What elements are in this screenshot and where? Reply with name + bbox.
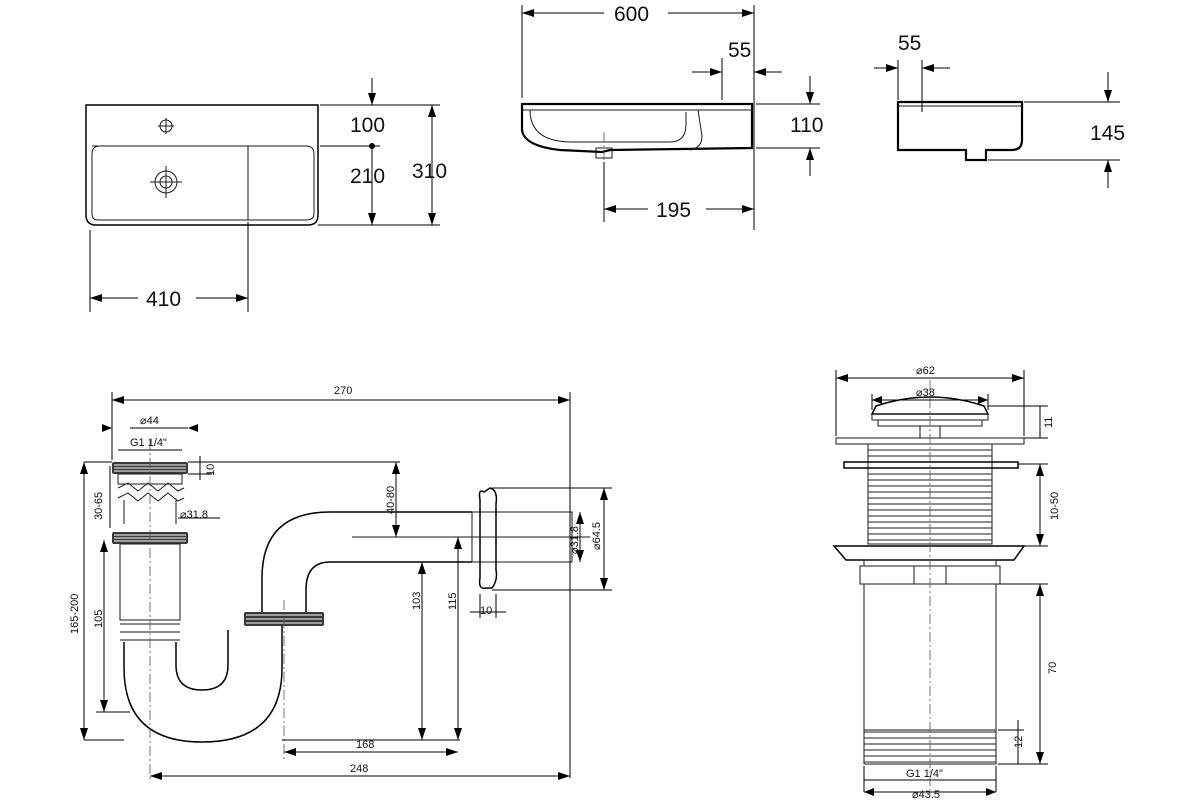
dim-label-410: 410 [146,288,181,311]
dim-label-145: 145 [1090,122,1125,145]
siphon-label-10-top: 10 [205,464,217,476]
dim-label-110: 110 [790,114,823,137]
dim-label-195: 195 [656,199,691,222]
siphon-label-105: 105 [93,610,105,628]
dim-label-600: 600 [614,3,649,26]
valve-label-g114: G1 1/4" [906,768,943,780]
valve-label-11: 11 [1043,417,1055,428]
siphon-label-10-flange: 10 [480,605,492,617]
siphon-label-d318-top: ⌀31.8 [180,509,208,521]
siphon-label-165-200: 165-200 [69,594,81,634]
siphon-label-30-65: 30-65 [93,492,105,520]
valve-label-d38: ⌀38 [916,387,935,399]
valve-label-12: 12 [1013,736,1025,748]
basin-top-view: 100 210 310 410 [85,78,447,312]
dim-label-100: 100 [350,114,385,137]
siphon-label-248: 248 [350,763,368,775]
dim-label-210: 210 [350,165,385,188]
siphon-label-168: 168 [356,739,374,751]
valve-label-d435: ⌀43.5 [912,789,940,800]
siphon-label-d318-wall: ⌀31.8 [569,526,581,554]
siphon-label-103: 103 [411,592,423,610]
siphon-label-270: 270 [334,385,352,397]
dim-label-55-end: 55 [898,32,921,55]
siphon-label-d44: ⌀44 [140,415,159,427]
basin-side-view: 600 55 110 195 [520,3,823,230]
siphon-drawing: 270 ⌀44 G1 1/4" 10 30-65 ⌀31.8 165-200 1… [69,385,612,780]
siphon-label-115: 115 [447,592,459,610]
siphon-label-g114-top: G1 1/4" [130,437,167,449]
valve-label-70: 70 [1047,662,1059,674]
siphon-label-d645: ⌀64.5 [591,522,603,550]
valve-label-10-50: 10-50 [1049,492,1061,520]
siphon-label-40-80: 40-80 [385,486,397,514]
basin-end-view: 55 145 [874,32,1125,188]
drain-valve-drawing: ⌀62 ⌀38 11 10-50 70 12 G1 1/4" ⌀43.5 [832,365,1061,800]
dim-label-55-side: 55 [728,39,751,62]
valve-label-d62: ⌀62 [916,365,935,377]
dim-label-310: 310 [412,160,447,183]
